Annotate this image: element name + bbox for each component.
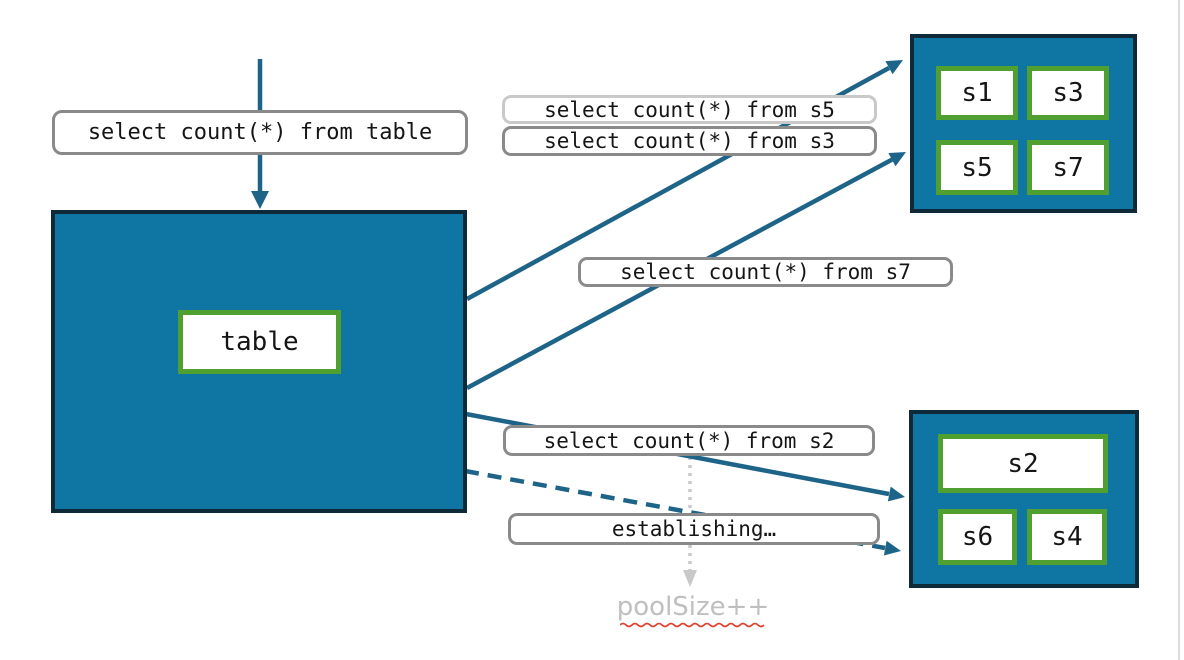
shard-node-s4: s4 [1027,509,1107,565]
shard-label: s3 [1052,78,1084,108]
table-node-label: table [220,327,299,357]
shard-label: s5 [961,152,993,183]
poolsize-annotation: poolSize++ [610,593,776,628]
shard-node-s5: s5 [936,140,1018,195]
spellcheck-squiggle [620,622,765,628]
shard-label: s6 [961,522,994,552]
poolsize-text: poolSize++ [616,592,770,622]
query-s7-label: select count(*) from s7 [578,257,953,287]
table-db-box [51,210,467,513]
shard-node-s7: s7 [1027,140,1109,195]
shard-label: s2 [1007,448,1039,479]
establishing-label: establishing… [508,513,880,545]
table-node: table [178,310,341,374]
shard-node-s6: s6 [938,509,1017,565]
query-s2-label: select count(*) from s2 [503,425,875,456]
shard-label: s1 [961,78,993,108]
shard-label: s4 [1051,522,1083,552]
query-table-label: select count(*) from table [52,110,468,155]
shard-node-s2: s2 [938,434,1108,493]
query-s5-label: select count(*) from s5 [502,95,877,124]
slide-right-edge [1178,0,1180,660]
query-s3-label: select count(*) from s3 [502,126,877,156]
shard-node-s3: s3 [1027,66,1109,120]
shard-label: s7 [1052,152,1084,183]
shard-node-s1: s1 [936,66,1018,120]
